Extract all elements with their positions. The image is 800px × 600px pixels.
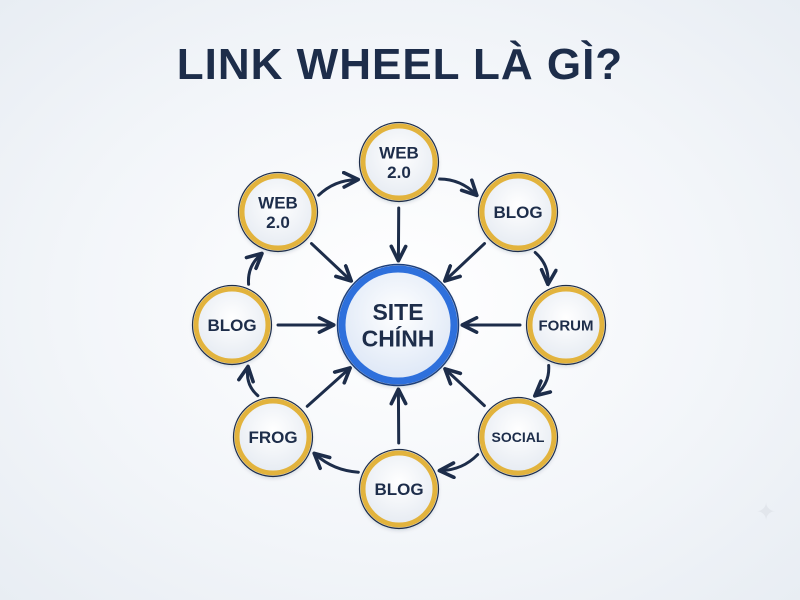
node-top-right-label-line-1: BLOG bbox=[493, 203, 542, 222]
node-top-circle bbox=[360, 123, 438, 201]
node-top-left-outline bbox=[237, 171, 319, 253]
node-bottom-left: FROG bbox=[232, 396, 314, 478]
node-bottom-circle bbox=[360, 450, 438, 528]
sparkle-icon: ✦ bbox=[756, 499, 777, 526]
node-center-outline bbox=[336, 263, 460, 387]
node-top-label-line-1: WEB bbox=[379, 143, 419, 162]
node-left: BLOG bbox=[191, 284, 273, 366]
arrow-top-right-to-center bbox=[442, 242, 487, 283]
node-bottom-outline bbox=[358, 448, 440, 530]
node-center-label-line-2: CHÍNH bbox=[362, 325, 435, 352]
node-right-outline bbox=[525, 284, 607, 366]
node-left-label-line-1: BLOG bbox=[207, 316, 256, 335]
arrow-bottom-right-to-center bbox=[443, 367, 486, 408]
node-bottom-right-label-line-1: SOCIAL bbox=[492, 429, 545, 445]
node-top-right-circle bbox=[479, 173, 557, 251]
node-bottom-label-line-1: BLOG bbox=[374, 480, 423, 499]
arrow-right-to-bottom-right bbox=[532, 363, 553, 398]
node-right: FORUM bbox=[525, 284, 607, 366]
node-right-label-line-1: FORUM bbox=[539, 317, 594, 334]
arrow-top-right-to-right bbox=[533, 250, 558, 287]
arrow-bottom-right-to-bottom bbox=[437, 453, 480, 480]
node-top-left-label-line-1: WEB bbox=[258, 193, 298, 212]
node-top-left-label-line-2: 2.0 bbox=[266, 213, 290, 232]
node-center-label-line-1: SITE bbox=[372, 299, 423, 325]
node-bottom-left-label-line-1: FROG bbox=[248, 428, 297, 447]
node-left-outline bbox=[191, 284, 273, 366]
nodes-layer: WEB2.0BLOGFORUMSOCIALBLOGFROGBLOGWEB2.0S… bbox=[191, 121, 607, 530]
arrow-bottom-to-bottom-left bbox=[312, 451, 360, 474]
arrow-bottom-left-to-center bbox=[305, 366, 352, 408]
node-bottom-right-circle bbox=[479, 398, 557, 476]
node-top-left-circle bbox=[239, 173, 317, 251]
node-top-label-line-2: 2.0 bbox=[387, 163, 411, 182]
node-bottom-right: SOCIAL bbox=[477, 396, 559, 478]
arrow-top-left-to-top bbox=[317, 170, 361, 197]
node-bottom: BLOG bbox=[358, 448, 440, 530]
node-bottom-right-outline bbox=[477, 396, 559, 478]
node-right-circle bbox=[527, 286, 605, 364]
node-bottom-left-circle bbox=[234, 398, 312, 476]
arrow-top-left-to-center bbox=[309, 242, 354, 283]
arrow-bottom-left-to-left bbox=[237, 364, 260, 398]
arrows-layer bbox=[237, 170, 558, 480]
node-bottom-left-outline bbox=[232, 396, 314, 478]
node-top-right: BLOG bbox=[477, 171, 559, 253]
node-top-outline bbox=[358, 121, 440, 203]
node-top-right-outline bbox=[477, 171, 559, 253]
arrow-top-to-top-right bbox=[438, 177, 479, 198]
page-title: LINK WHEEL LÀ GÌ? bbox=[176, 40, 624, 89]
node-center-circle bbox=[338, 265, 458, 385]
arrow-left-to-top-left bbox=[244, 251, 264, 286]
node-left-circle bbox=[193, 286, 271, 364]
